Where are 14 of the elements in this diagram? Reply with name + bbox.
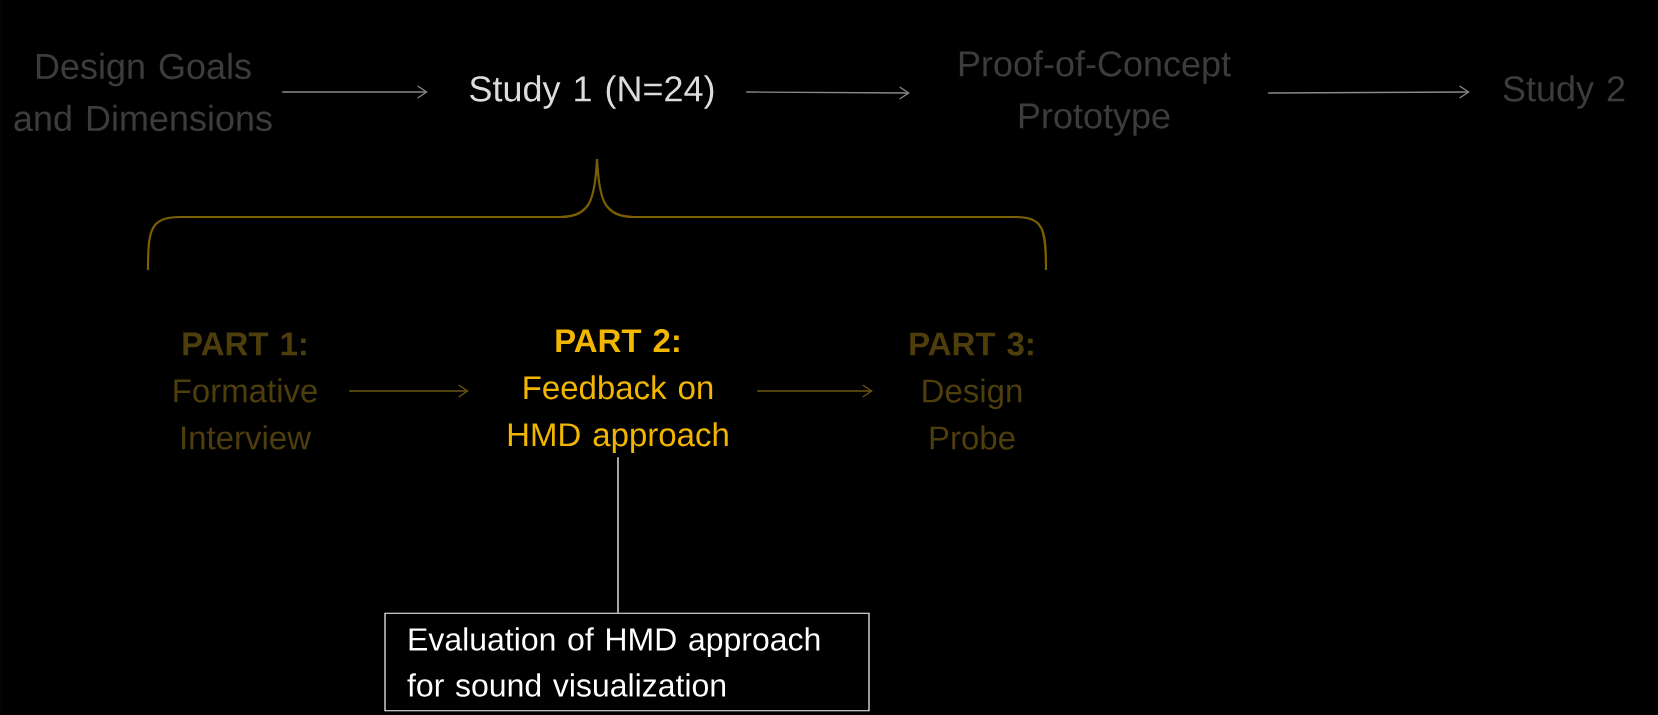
step-label: Proof-of-Concept Prototype bbox=[959, 50, 1231, 136]
step-label: Study 1 (N=24) bbox=[470, 75, 714, 109]
arrow bbox=[745, 86, 910, 100]
step-label: Study 2 bbox=[1503, 75, 1625, 109]
part-label: PART 1: Formative Interview bbox=[174, 332, 317, 450]
connector-line bbox=[617, 456, 619, 614]
arrow bbox=[281, 85, 428, 99]
description-box: Evaluation of HMD approach for sound visualization bbox=[384, 612, 870, 712]
step-label: Design Goals and Dimensions bbox=[14, 52, 272, 132]
part-label: PART 2: Feedback on HMD approach bbox=[508, 329, 728, 453]
arrow bbox=[348, 384, 469, 398]
arrow bbox=[1267, 85, 1470, 99]
part-label: PART 3: Design Probe bbox=[910, 332, 1033, 450]
arrow bbox=[756, 384, 873, 398]
